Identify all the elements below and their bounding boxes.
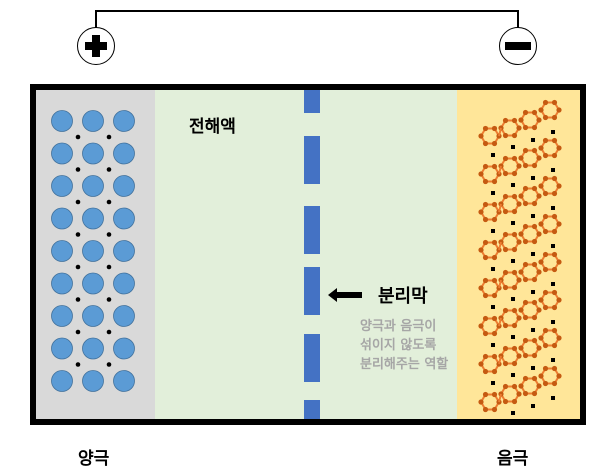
separator-segment bbox=[304, 206, 320, 254]
separator-description-line: 양극과 음극이 bbox=[360, 319, 437, 334]
circuit-wire bbox=[95, 10, 519, 12]
electrolyte-label: 전해액 bbox=[189, 117, 236, 137]
separator-description-line: 섞이지 않도록 bbox=[360, 338, 437, 353]
anode-label: 음극 bbox=[497, 449, 529, 469]
positive-terminal bbox=[77, 27, 115, 65]
arrow-left-icon bbox=[328, 288, 362, 302]
positive-wire-lead bbox=[95, 10, 97, 30]
anode-graphite-lattice-icon bbox=[457, 90, 580, 419]
cathode-ion-lattice-icon bbox=[51, 110, 135, 392]
anode-region bbox=[457, 90, 580, 419]
separator-segment bbox=[304, 334, 320, 382]
separator-segment bbox=[304, 136, 320, 184]
separator-segment bbox=[304, 400, 320, 419]
negative-wire-lead bbox=[517, 10, 519, 30]
cathode-label: 양극 bbox=[78, 449, 110, 469]
separator-segment bbox=[304, 90, 320, 113]
separator-description-line: 분리해주는 역할 bbox=[360, 357, 449, 372]
separator-description: 양극과 음극이 섞이지 않도록 분리해주는 역할 bbox=[360, 317, 448, 374]
separator-label: 분리막 bbox=[378, 286, 428, 307]
negative-terminal bbox=[499, 27, 537, 65]
cathode-region bbox=[36, 90, 155, 419]
separator-segment bbox=[304, 267, 320, 315]
plus-icon bbox=[85, 35, 107, 57]
minus-icon bbox=[505, 42, 531, 50]
battery-cell: 전해액 분리막 양극과 음극이 섞이지 않도록 분리해주는 역할 bbox=[30, 84, 586, 425]
